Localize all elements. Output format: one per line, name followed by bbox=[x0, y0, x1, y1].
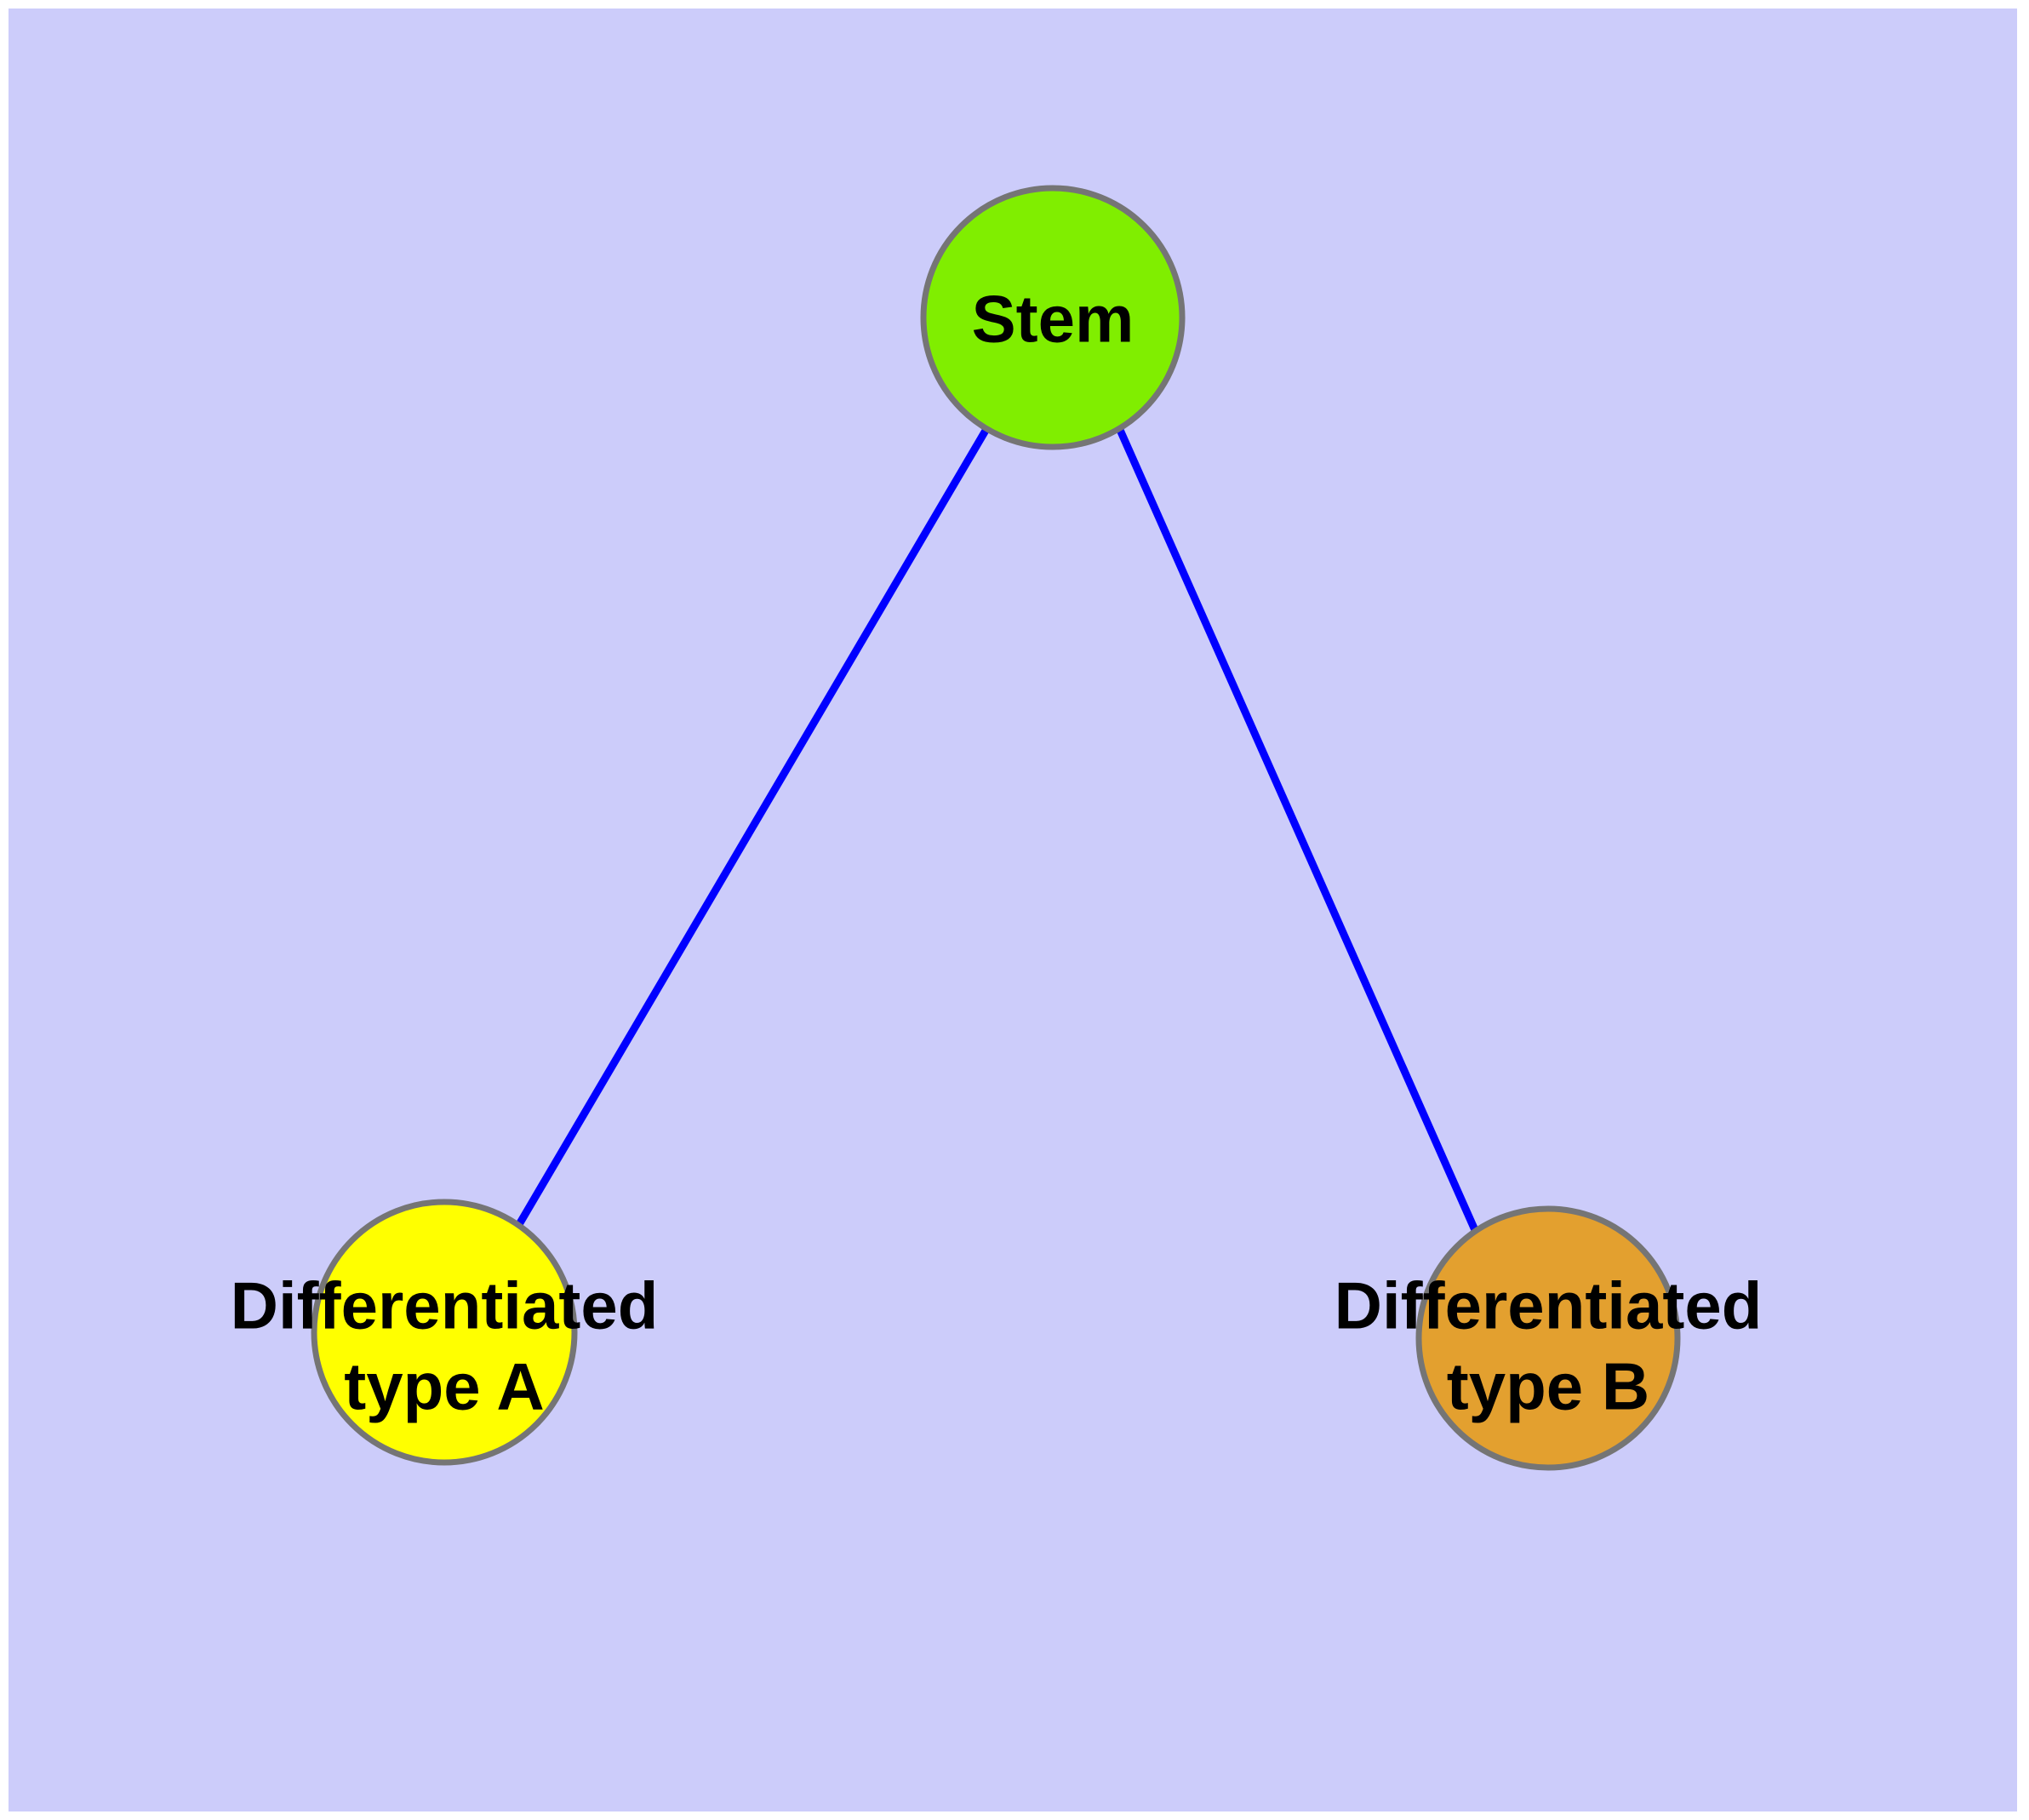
node-diff-b-label-line2: type B bbox=[1447, 1349, 1649, 1424]
graph-svg: Stem Differentiated type A Differentiate… bbox=[231, 185, 1763, 1471]
node-stem-circle[interactable] bbox=[920, 185, 1186, 450]
node-diff-a-label-line2: type A bbox=[344, 1349, 545, 1424]
edge-stem-to-diff-b bbox=[1116, 428, 1479, 1232]
edges-layer bbox=[515, 426, 1479, 1232]
node-diff-b-circle[interactable] bbox=[1415, 1205, 1681, 1471]
node-stem-label: Stem bbox=[972, 282, 1135, 357]
edge-stem-to-diff-a bbox=[515, 426, 990, 1228]
diagram-plot-area: Stem Differentiated type A Differentiate… bbox=[9, 9, 2017, 1811]
node-stem[interactable]: Stem bbox=[920, 185, 1186, 450]
node-diff-b-label-line1: Differentiated bbox=[1335, 1268, 1763, 1343]
node-diff-b[interactable]: Differentiated type B bbox=[1335, 1205, 1763, 1471]
node-diff-a[interactable]: Differentiated type A bbox=[231, 1199, 659, 1466]
node-diff-a-circle[interactable] bbox=[311, 1199, 578, 1466]
nodes-layer: Stem Differentiated type A Differentiate… bbox=[231, 185, 1763, 1471]
node-diff-a-label-line1: Differentiated bbox=[231, 1268, 659, 1343]
